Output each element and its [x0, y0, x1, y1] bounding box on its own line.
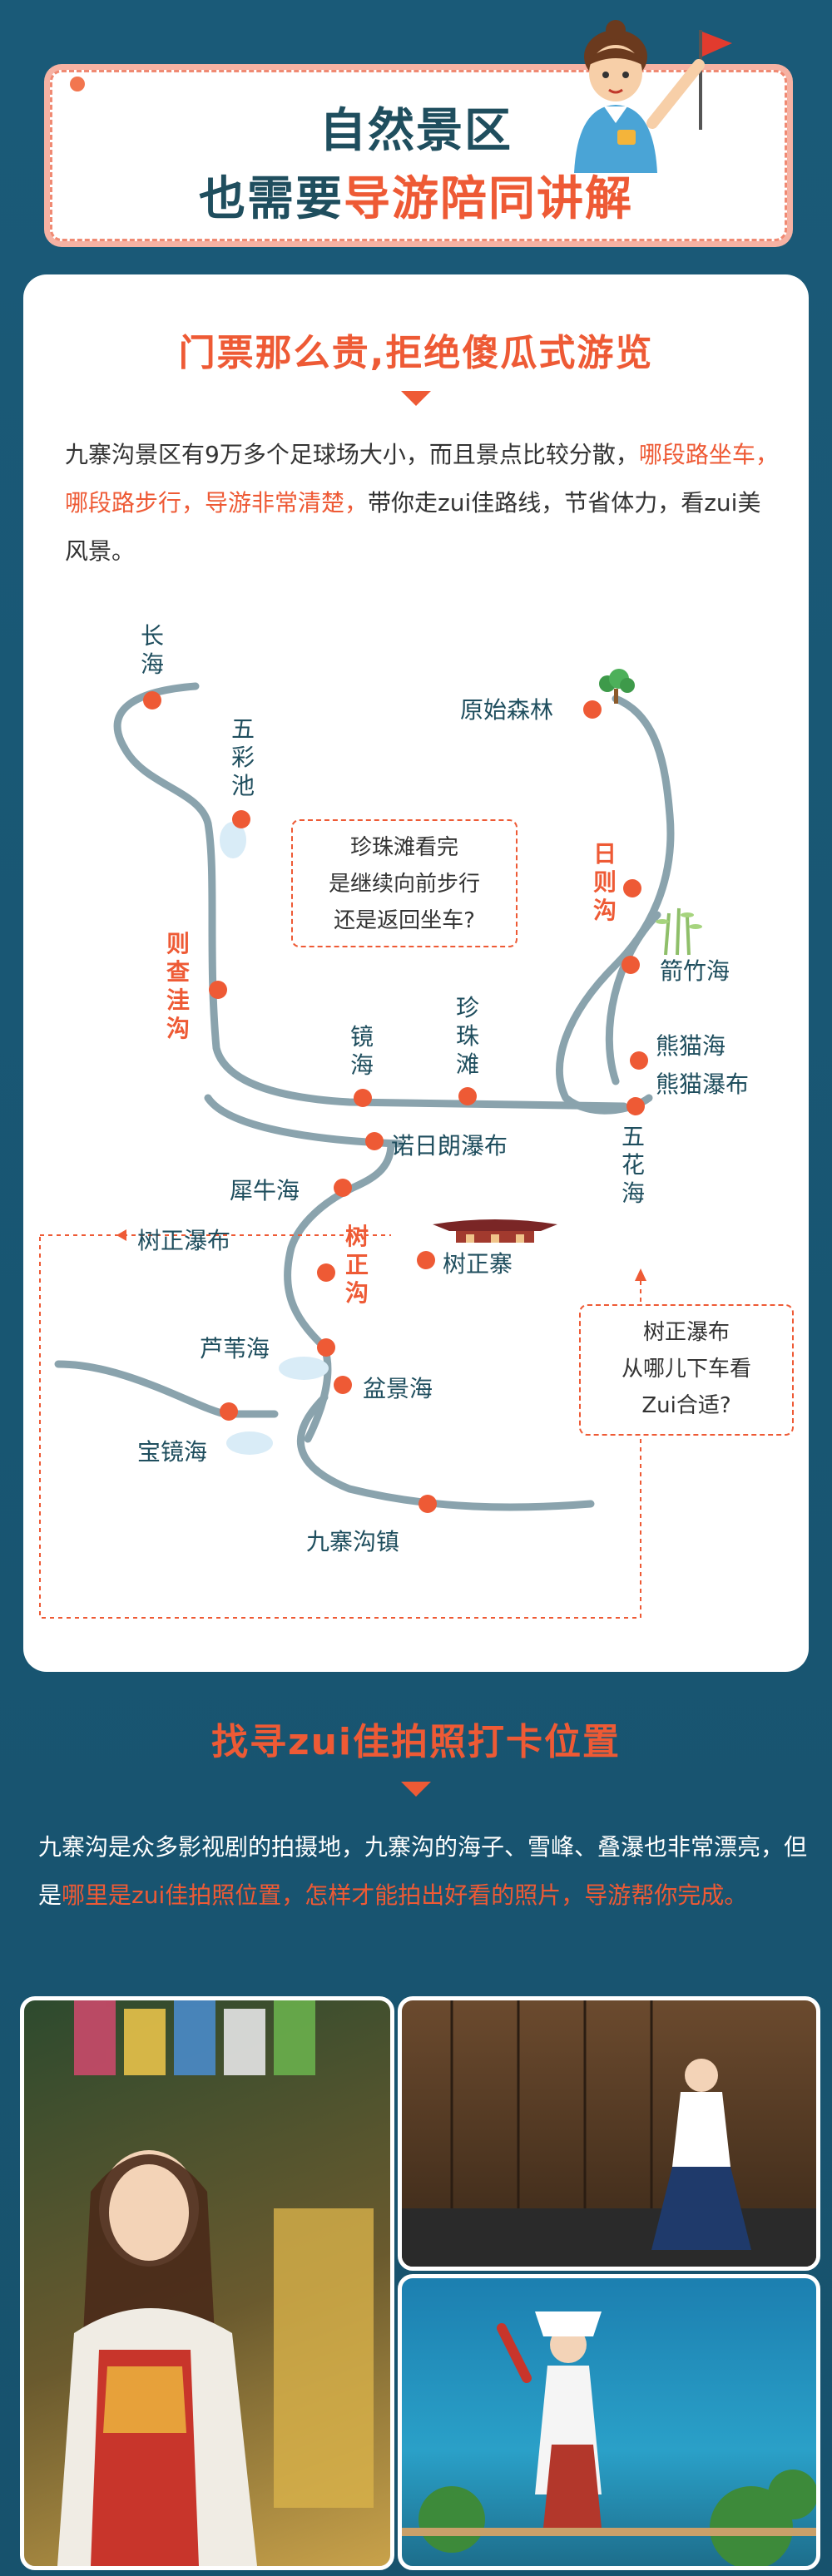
bubble2-line1: 树正瀑布 — [642, 1320, 730, 1345]
para1-text: 九寨沟景区有9万多个足球场大小，而且景点比较分散， — [65, 441, 639, 468]
section2-arrow-icon — [401, 1782, 431, 1797]
bubble2-line3: Zui合适? — [641, 1393, 731, 1418]
label-luweihai: 芦苇海 — [200, 1335, 270, 1362]
para2-highlight: 哪里是zui佳拍照位置，怎样才能拍出好看的照片，导游帮你完成。 — [62, 1881, 748, 1909]
label-xiongmaopubu: 熊猫瀑布 — [656, 1070, 750, 1098]
para1-highlight: 哪段路坐车，哪段路步行，导游非常清楚， — [65, 441, 779, 517]
bubble-shuzhengpubu-question: 树正瀑布 从哪儿下车看 Zui合适? — [579, 1304, 794, 1436]
bubble1-line2: 是继续向前步行 — [328, 872, 480, 897]
header-banner — [50, 70, 787, 241]
label-jianzhuhai: 箭竹海 — [660, 957, 730, 985]
bubble2-line2: 从哪儿下车看 — [621, 1357, 751, 1382]
label-jiuzhaigouzhen: 九寨沟镇 — [306, 1528, 400, 1555]
label-rizegou: 日则沟 — [592, 840, 617, 924]
label-xiniuhai: 犀牛海 — [230, 1177, 300, 1204]
guide-mascot-icon — [574, 20, 732, 173]
label-changhai: 长海 — [140, 622, 164, 678]
bubble1-line3: 还是返回坐车? — [334, 908, 475, 933]
info-card — [23, 274, 809, 1672]
photo-girl-prayer-wheels — [20, 1996, 394, 2570]
photo-illustration-3 — [402, 2311, 816, 2566]
label-wuhuahai: 五花海 — [621, 1123, 645, 1207]
label-baojinghai: 宝镜海 — [137, 1438, 208, 1466]
label-penjinghai: 盆景海 — [363, 1375, 433, 1402]
label-wucaichi: 五彩池 — [230, 715, 255, 799]
label-shuzhengpubu: 树正瀑布 — [137, 1227, 231, 1254]
tree-icon — [599, 669, 635, 704]
page-title-line1: 自然景区 — [319, 104, 513, 158]
page-title-line2: 也需要导游陪同讲解 — [0, 161, 832, 229]
label-zechawagou: 则查洼沟 — [166, 930, 190, 1042]
label-shuzhengzhai: 树正寨 — [443, 1250, 513, 1278]
banner-dot — [70, 77, 85, 91]
label-yuanshisenlin: 原始森林 — [460, 696, 554, 724]
label-jinghai: 镜海 — [349, 1023, 374, 1079]
label-nuorilangpubu: 诺日朗瀑布 — [391, 1132, 508, 1159]
title-prefix: 也需要 — [199, 172, 344, 226]
section1-paragraph: 九寨沟景区有9万多个足球场大小，而且景点比较分散，哪段路坐车，哪段路步行，导游非… — [65, 431, 780, 576]
label-xiongmaohai: 熊猫海 — [656, 1032, 726, 1060]
section1-arrow-icon — [401, 391, 431, 406]
label-shuzhenggou: 树正沟 — [344, 1223, 369, 1307]
photo-girl-wooden-wall — [398, 1996, 820, 2271]
bubble-zhenzhutan-question: 珍珠滩看完 是继续向前步行 还是返回坐车? — [291, 819, 518, 947]
title-highlight: 导游陪同讲解 — [344, 172, 633, 226]
village-roof-icon — [433, 1219, 557, 1243]
photo-illustration — [57, 2000, 374, 2566]
photo-illustration-2 — [402, 2000, 816, 2267]
section2-paragraph: 九寨沟是众多影视剧的拍摄地，九寨沟的海子、雪峰、叠瀑也非常漂亮，但是哪里是zui… — [38, 1823, 812, 1920]
photo-girl-lake — [398, 2274, 820, 2570]
section2-title: 找寻zui佳拍照打卡位置 — [210, 1721, 621, 1763]
para1-text-2: 带你走zui佳路线，节省体力，看zui美风景。 — [65, 489, 761, 565]
label-zhenzhutan: 珍珠滩 — [455, 994, 479, 1078]
section1-title: 门票那么贵,拒绝傻瓜式游览 — [178, 332, 654, 374]
bubble1-line1: 珍珠滩看完 — [349, 835, 458, 860]
bamboo-icon — [656, 907, 702, 956]
para2-text: 九寨沟是众多影视剧的拍摄地，九寨沟的海子、雪峰、叠瀑也非常漂亮，但是 — [38, 1833, 808, 1909]
